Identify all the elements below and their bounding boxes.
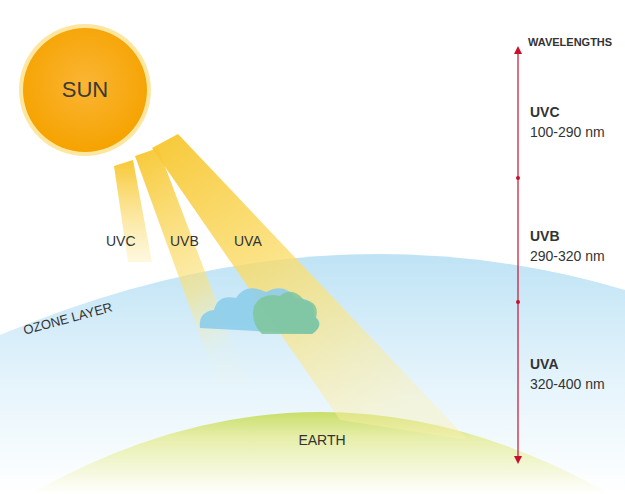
scale-tick (516, 176, 520, 180)
earth-label: EARTH (298, 432, 345, 448)
earth-surface (30, 412, 610, 494)
cloud (200, 288, 320, 334)
band-name: UVB (530, 228, 560, 244)
uva-beam (152, 134, 468, 440)
band-range: 290-320 nm (530, 248, 605, 264)
beam-label: UVA (234, 233, 262, 249)
sun-label: SUN (62, 77, 108, 103)
sun-glow (19, 24, 151, 156)
arrow-head (514, 456, 522, 464)
scale-line (517, 52, 518, 458)
arrow-head (514, 46, 522, 54)
scale-title: WAVELENGTHS (528, 36, 612, 48)
band-range: 320-400 nm (530, 376, 605, 392)
band-name: UVA (530, 356, 559, 372)
scale-tick (516, 300, 520, 304)
beam-label: UVB (170, 233, 199, 249)
band-name: UVC (530, 104, 560, 120)
beam-label: UVC (106, 233, 136, 249)
cloud-shadow (253, 292, 319, 334)
earth-node: EARTH (294, 428, 349, 452)
sun-node: SUN (58, 73, 112, 107)
band-range: 100-290 nm (530, 124, 605, 140)
sun-disc (23, 28, 147, 152)
